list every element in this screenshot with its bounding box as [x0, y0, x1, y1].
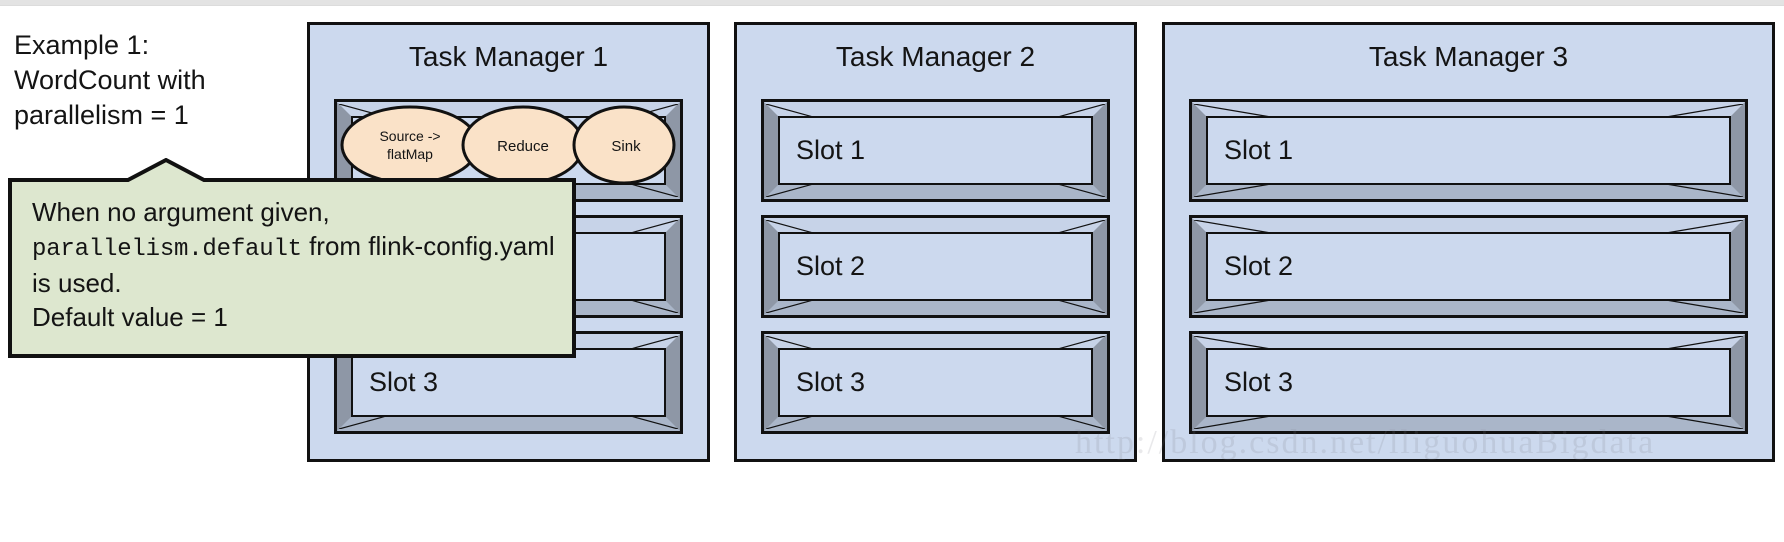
callout-balloon: When no argument given, parallelism.defa…	[8, 158, 576, 358]
top-border-strip	[0, 0, 1784, 6]
slot-label-tm3-2: Slot 2	[1224, 250, 1294, 281]
callout-text: When no argument given, parallelism.defa…	[32, 195, 556, 335]
slot-label-tm3-3: Slot 3	[1224, 366, 1294, 397]
slot-face-tm3-2: Slot 2	[1206, 232, 1731, 301]
slot-frame-tm2-2: Slot 2	[761, 215, 1110, 318]
callout-line-1: When no argument given,	[32, 197, 330, 227]
callout-line-3: Default value = 1	[32, 302, 228, 333]
slot-face-tm2-3: Slot 3	[778, 348, 1093, 417]
slot-face-tm2-2: Slot 2	[778, 232, 1093, 301]
slot-face-tm1-3: Slot 3	[351, 348, 666, 417]
slot-label-tm2-3: Slot 3	[796, 366, 866, 397]
slot-label-tm2-2: Slot 2	[796, 250, 866, 281]
slot-frame-tm3-2: Slot 2	[1189, 215, 1748, 318]
task-manager-title-1: Task Manager 1	[408, 41, 609, 72]
slot-face-tm3-3: Slot 3	[1206, 348, 1731, 417]
watermark-text: http://blog.csdn.net/lliguohuaBigdata	[1075, 424, 1656, 461]
callout-line-2: parallelism.default from flink-config.ya…	[32, 229, 556, 300]
task-manager-panel-2: Task Manager 2 Slot 1 Slot 2	[734, 22, 1137, 462]
task-manager-panel-3: Task Manager 3 Slot 1 Slot 2	[1162, 22, 1775, 462]
slot-frame-tm2-1: Slot 1	[761, 99, 1110, 202]
task-manager-title-2: Task Manager 2	[835, 41, 1036, 72]
slot-frame-tm3-3: Slot 3	[1189, 331, 1748, 434]
task-manager-title-3: Task Manager 3	[1368, 41, 1569, 72]
slot-label-tm1-3: Slot 3	[369, 366, 439, 397]
slot-frame-tm2-3: Slot 3	[761, 331, 1110, 434]
slot-frame-tm3-1: Slot 1	[1189, 99, 1748, 202]
example-caption: Example 1: WordCount with parallelism = …	[14, 30, 206, 131]
slot-label-tm3-1: Slot 1	[1224, 134, 1294, 165]
slot-face-tm2-1: Slot 1	[778, 116, 1093, 185]
slot-label-tm2-1: Slot 1	[796, 134, 866, 165]
slot-face-tm3-1: Slot 1	[1206, 116, 1731, 185]
callout-code-token: parallelism.default	[32, 236, 302, 264]
